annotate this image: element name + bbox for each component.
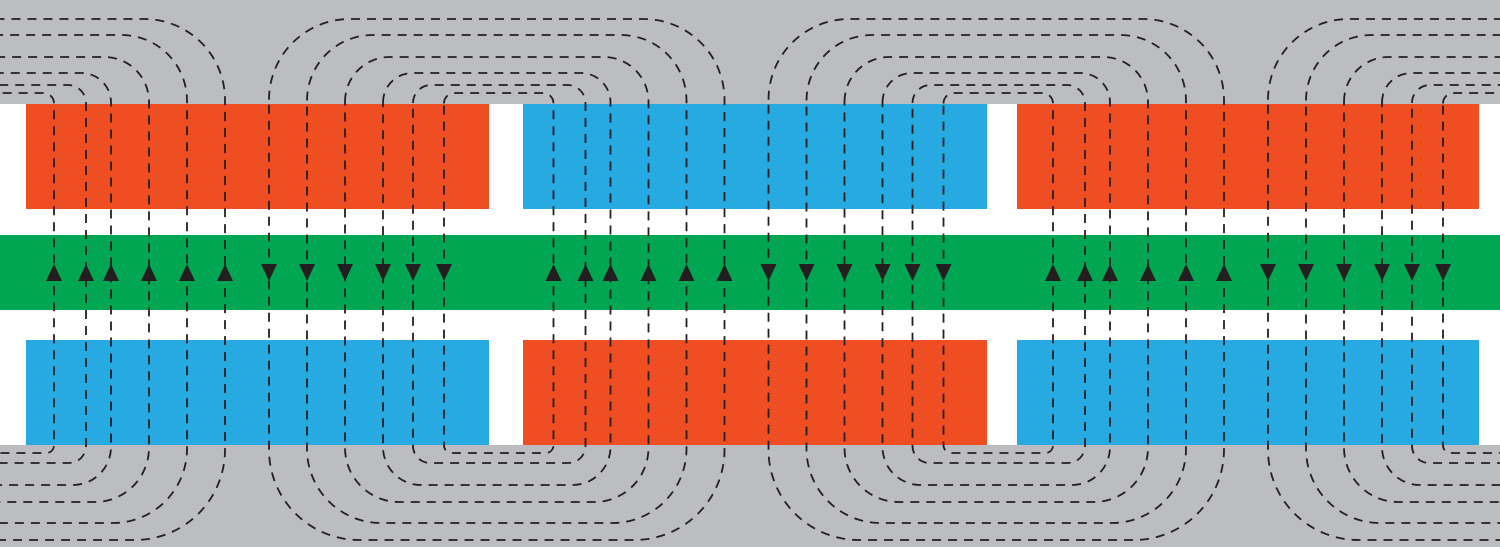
arrow-down-icon: [1260, 264, 1276, 281]
arrow-down-icon: [1404, 264, 1420, 281]
field-line-loop: [843, 56, 1149, 503]
arrow-down-icon: [436, 264, 452, 281]
arrow-up-icon: [716, 264, 733, 281]
arrow-down-icon: [375, 264, 391, 281]
field-line-loop: [1267, 18, 1500, 541]
arrow-up-icon: [1178, 264, 1194, 281]
field-line-loop: [344, 56, 650, 503]
center-band: [0, 235, 1500, 310]
arrow-down-icon: [836, 264, 853, 281]
arrow-down-icon: [261, 264, 277, 281]
field-line-loop: [767, 18, 1225, 541]
bottom-band: [0, 445, 1500, 547]
arrow-up-icon: [46, 264, 62, 281]
field-line-loop: [306, 34, 688, 524]
arrow-down-icon: [1298, 264, 1314, 281]
arrow-up-icon: [78, 264, 94, 281]
field-line-loop: [1411, 84, 1500, 464]
arrow-down-icon: [405, 264, 421, 281]
arrow-down-icon: [935, 264, 952, 281]
arrow-up-icon: [1140, 264, 1156, 281]
arrow-up-icon: [640, 264, 657, 281]
field-line-loop: [1343, 56, 1500, 503]
arrow-down-icon: [299, 264, 315, 281]
arrow-up-icon: [217, 264, 233, 281]
arrow-down-icon: [798, 264, 815, 281]
arrow-up-icon: [103, 264, 119, 281]
field-line-loop: [881, 72, 1111, 486]
top-band: [0, 0, 1500, 104]
field-line-loop: [412, 84, 587, 464]
arrow-up-icon: [1077, 264, 1093, 281]
arrow-up-icon: [678, 264, 695, 281]
arrow-down-icon: [1374, 264, 1390, 281]
bottom-magnet-2: [523, 340, 987, 445]
arrow-up-icon: [545, 264, 562, 281]
arrow-up-icon: [1102, 264, 1118, 281]
field-line-loop: [1305, 34, 1500, 524]
arrow-down-icon: [1336, 264, 1352, 281]
field-line-loop: [805, 34, 1187, 524]
bottom-magnet-3: [1017, 340, 1479, 445]
arrow-up-icon: [1045, 264, 1061, 281]
arrow-down-icon: [1435, 264, 1451, 281]
field-line-loop: [0, 84, 87, 464]
field-line-loop: [0, 34, 188, 524]
arrow-up-icon: [141, 264, 157, 281]
arrow-up-icon: [602, 264, 619, 281]
arrow-up-icon: [577, 264, 594, 281]
arrow-down-icon: [760, 264, 777, 281]
top-magnet-1: [26, 104, 489, 209]
field-line-loop: [268, 18, 726, 541]
field-line-loop: [0, 18, 226, 541]
arrow-down-icon: [874, 264, 891, 281]
arrow-up-icon: [179, 264, 195, 281]
field-line-loop: [382, 72, 612, 486]
bottom-magnet-1: [26, 340, 489, 445]
top-magnet-3: [1017, 104, 1479, 209]
top-magnet-2: [523, 104, 987, 209]
field-line-loop: [911, 84, 1086, 464]
arrow-down-icon: [337, 264, 353, 281]
arrow-up-icon: [1216, 264, 1232, 281]
arrow-down-icon: [904, 264, 921, 281]
field-line-loop: [1381, 72, 1500, 486]
